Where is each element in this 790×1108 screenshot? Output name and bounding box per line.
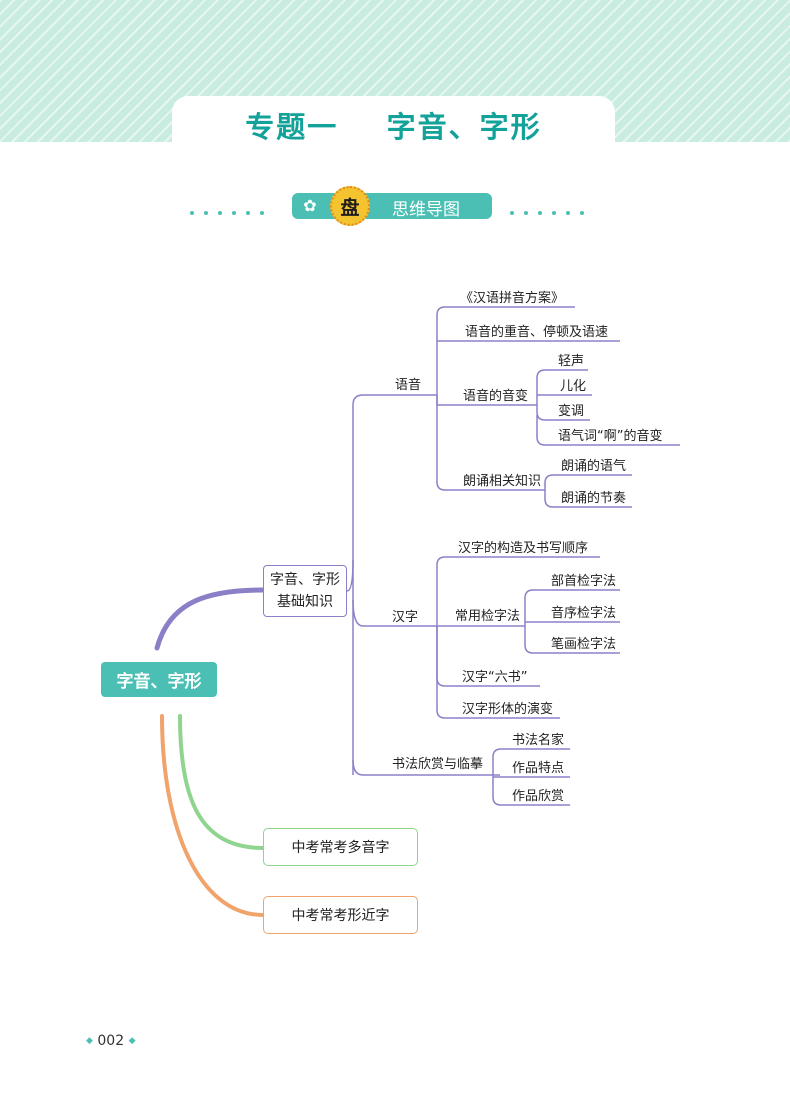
node-yinbian: 语音的音变 [463, 388, 528, 404]
coin-icon: 盘 [330, 186, 370, 226]
node-langsong: 朗诵相关知识 [463, 473, 541, 489]
node-xingti: 汉字形体的演变 [462, 701, 553, 717]
node-yuqi: 朗诵的语气 [561, 458, 626, 474]
node-a-bianyin: 语气词“啊”的音变 [558, 428, 662, 444]
node-xinshang: 作品欣赏 [512, 789, 564, 804]
node-bushou: 部首检字法 [551, 574, 616, 589]
node-gouzao: 汉字的构造及书写顺序 [458, 540, 588, 556]
node-liushu: 汉字“六书” [462, 670, 527, 685]
root-node: 字音、字形 [101, 662, 217, 697]
polyphonic-node: 中考常考多音字 [263, 828, 418, 866]
node-erhua: 儿化 [560, 379, 586, 394]
node-biandiao: 变调 [558, 403, 584, 419]
page-title: 专题一 字音、字形 [245, 110, 542, 144]
diamond-icon: ◆ [128, 1036, 136, 1046]
basic-line1: 字音、字形 [270, 572, 340, 588]
node-yinxu: 音序检字法 [551, 605, 616, 621]
basic-line2: 基础知识 [277, 594, 333, 610]
diamond-icon: ◆ [86, 1036, 93, 1046]
node-yuyin: 语音 [395, 377, 421, 393]
flower-icon: ✿ [303, 196, 317, 215]
node-pinyin-scheme: 《汉语拼音方案》 [460, 290, 564, 306]
mind-map-badge: ✿ 盘 思维导图 [292, 186, 492, 226]
basic-knowledge-node: 字音、字形 基础知识 [263, 565, 347, 617]
title-tab [172, 96, 615, 158]
node-bihua: 笔画检字法 [551, 636, 616, 652]
node-shufa: 书法欣赏与临摹 [392, 757, 483, 772]
node-jiezou: 朗诵的节奏 [561, 490, 626, 506]
node-jianzi: 常用检字法 [455, 609, 520, 624]
badge-bar [292, 193, 492, 219]
node-mingjia: 书法名家 [512, 732, 564, 748]
right-dots [510, 211, 594, 219]
left-dots [190, 211, 274, 219]
page-number-wrap: ◆ 002 ◆ [86, 1033, 135, 1049]
badge-label: 思维导图 [392, 200, 460, 220]
page-number: 002 [97, 1033, 125, 1049]
node-tedian: 作品特点 [512, 761, 564, 776]
node-qingsheng: 轻声 [558, 354, 584, 369]
node-hanzi: 汉字 [392, 610, 418, 625]
node-stress: 语音的重音、停顿及语速 [465, 324, 608, 340]
similar-shape-node: 中考常考形近字 [263, 896, 418, 934]
header-band [0, 0, 790, 142]
